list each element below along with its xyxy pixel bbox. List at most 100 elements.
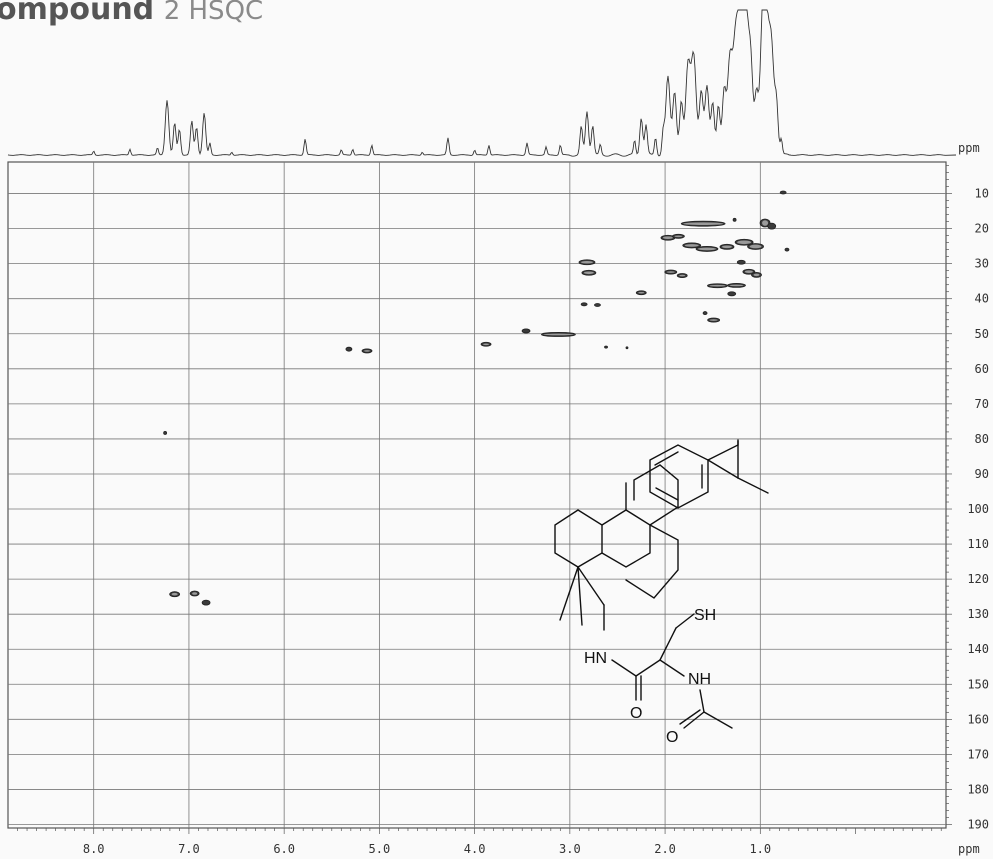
cross-peak <box>732 217 737 222</box>
cross-peak-inner <box>583 271 594 275</box>
ring-b <box>601 509 651 568</box>
cross-peak-inner <box>683 222 724 225</box>
y-tick-label: 120 <box>967 572 989 586</box>
cross-peak <box>604 345 608 349</box>
cross-peak-inner <box>483 343 490 346</box>
x-tick-label: 4.0 <box>464 842 486 856</box>
x-tick-label: 6.0 <box>273 842 295 856</box>
cross-peak <box>521 328 531 334</box>
gem-methyl-2 <box>577 566 583 626</box>
carbonyl-alpha-bond <box>635 659 661 677</box>
cross-peak-inner <box>638 291 645 294</box>
y-tick-label: 150 <box>967 677 989 691</box>
y-tick-label: 70 <box>975 397 989 411</box>
label-o-acetyl: O <box>666 729 678 746</box>
cross-peak-inner <box>364 350 371 352</box>
x-axis-ticks: 8.0 7.0 6.0 5.0 4.0 3.0 2.0 1.0 <box>17 828 942 856</box>
alpha-nh-bond <box>659 659 685 677</box>
ring-a <box>554 509 603 568</box>
cross-peaks <box>163 190 790 606</box>
ring-d-double-1 <box>654 451 679 466</box>
x-tick-label: 2.0 <box>654 842 676 856</box>
x-tick-label: 5.0 <box>369 842 391 856</box>
y-tick-label: 60 <box>975 362 989 376</box>
y-tick-label: 110 <box>967 537 989 551</box>
grid <box>8 162 946 828</box>
ring-d <box>649 444 709 509</box>
n-carbonyl-bond <box>611 659 637 677</box>
ring-c-upper <box>633 464 679 526</box>
cross-peak-inner <box>721 245 732 249</box>
y-tick-label: 40 <box>975 292 989 306</box>
label-sh: SH <box>694 607 716 624</box>
cross-peak-inner <box>171 592 178 596</box>
cross-peak-inner <box>662 236 673 240</box>
cross-peak-inner <box>737 240 752 245</box>
cross-peak <box>736 259 746 265</box>
x-tick-label: 3.0 <box>559 842 581 856</box>
x-tick-label: 8.0 <box>83 842 105 856</box>
y-tick-label: 30 <box>975 257 989 271</box>
ring-d-double-3 <box>655 487 679 501</box>
projection-ppm-label: ppm <box>958 141 980 155</box>
cross-peak-inner <box>753 273 760 277</box>
y-tick-label: 90 <box>975 467 989 481</box>
cross-peak <box>702 311 708 315</box>
cross-peak-inner <box>580 260 593 264</box>
ch2-bond <box>577 566 605 606</box>
x-tick-label: 7.0 <box>178 842 200 856</box>
cross-peak <box>727 291 737 297</box>
isopropyl-methyl-right <box>737 477 769 494</box>
cross-peak <box>767 222 777 230</box>
y-axis-ticks: 10 20 30 40 50 60 70 80 90 100 110 120 130 140 150 160 1… <box>946 165 989 831</box>
cross-peak <box>594 303 601 307</box>
cross-peak-inner <box>192 592 198 595</box>
cross-peak-inner <box>762 220 769 226</box>
cross-peak-inner <box>543 333 574 336</box>
cross-peak-inner <box>709 284 726 287</box>
y-tick-label: 20 <box>975 222 989 236</box>
cross-peak <box>779 190 787 195</box>
x-axis-label: ppm <box>958 842 980 856</box>
y-tick-label: 160 <box>967 712 989 726</box>
cross-peak-inner <box>666 271 675 273</box>
label-nh: NH <box>688 671 711 688</box>
cross-peak-inner <box>744 270 753 274</box>
cross-peak <box>163 431 168 435</box>
y-tick-label: 140 <box>967 642 989 656</box>
cross-peak-inner <box>674 235 683 238</box>
y-tick-label: 10 <box>975 187 989 201</box>
plot-frame <box>7 161 947 829</box>
ring-c-lower <box>625 524 679 599</box>
x-tick-label: 1.0 <box>749 842 771 856</box>
acetyl-o-bond-2 <box>679 709 701 725</box>
cross-peak-inner <box>709 319 718 321</box>
spectrum-title: ompound 2 HSQC <box>0 0 264 27</box>
y-tick-label: 100 <box>967 502 989 516</box>
y-tick-label: 130 <box>967 607 989 621</box>
gem-methyl-1 <box>559 566 579 621</box>
cross-peak-inner <box>684 244 699 247</box>
alpha-ch2-bond <box>659 627 677 661</box>
y-tick-label: 50 <box>975 327 989 341</box>
cross-peak <box>784 247 790 252</box>
cross-peak <box>625 346 629 350</box>
projection-trace <box>7 9 957 157</box>
y-tick-label: 180 <box>967 782 989 796</box>
cross-peak <box>345 346 353 352</box>
cross-peak-inner <box>729 284 744 287</box>
y-tick-label: 190 <box>967 817 989 831</box>
label-hn: HN <box>584 650 607 667</box>
isopropyl-bond <box>707 439 739 461</box>
proton-projection <box>7 9 957 157</box>
nh-acetyl-bond <box>699 689 705 713</box>
cross-peak-inner <box>749 244 762 249</box>
cross-peak-inner <box>679 274 686 277</box>
cross-peak-inner <box>697 247 716 251</box>
acetyl-methyl-bond <box>703 711 733 729</box>
y-tick-label: 80 <box>975 432 989 446</box>
ch2-s-bond <box>675 613 695 629</box>
cross-peak <box>201 599 211 606</box>
y-tick-label: 170 <box>967 747 989 761</box>
